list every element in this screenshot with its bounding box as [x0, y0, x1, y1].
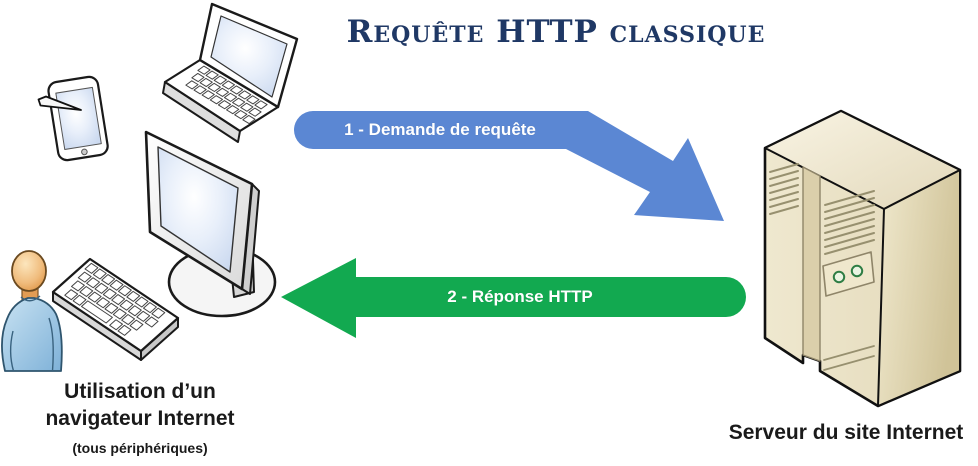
laptop-icon: [163, 2, 297, 142]
stylus-icon: [37, 95, 82, 111]
response-arrow-label: 2 - Réponse HTTP: [447, 287, 593, 306]
server-caption: Serveur du site Internet: [728, 421, 964, 444]
monitor-icon: [144, 130, 277, 318]
client-caption-sub: (tous périphériques): [72, 440, 208, 456]
client-caption-line1: Utilisation d’un: [64, 380, 216, 403]
client-caption: Utilisation d’un navigateur Internet: [26, 378, 254, 432]
diagram-title: Requête HTTP classique: [346, 14, 766, 50]
server-led-panel: [822, 251, 875, 297]
response-arrow: [281, 258, 746, 338]
request-arrow: [294, 111, 724, 221]
led-indicator: [832, 270, 846, 284]
keyboard-icon: [53, 259, 178, 360]
user-icon: [1, 250, 63, 372]
server-vents-left: [769, 163, 799, 215]
client-caption-line2: navigateur Internet: [45, 407, 235, 430]
request-arrow-label: 1 - Demande de requête: [344, 120, 536, 139]
server-tower-icon: [763, 109, 962, 408]
led-indicator: [850, 264, 864, 278]
smartphone-icon: [37, 75, 109, 162]
server-vents-front: [824, 190, 875, 255]
